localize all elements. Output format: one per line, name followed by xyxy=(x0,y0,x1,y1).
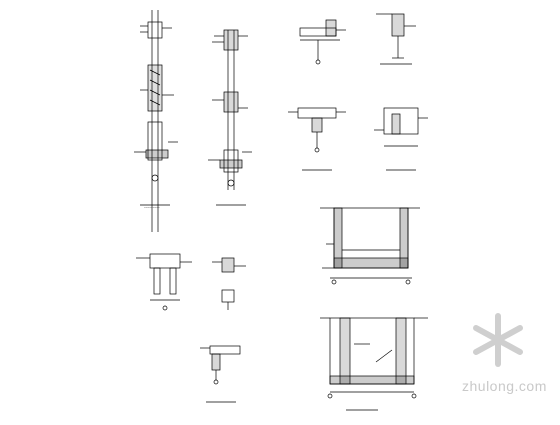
detail-column-a xyxy=(134,10,178,232)
detail-column-b xyxy=(208,29,252,206)
zhulong-flower-logo xyxy=(473,313,523,367)
section-tank-upper xyxy=(320,207,420,285)
detail-bottom-left-2 xyxy=(212,257,246,310)
watermark-text: zhulong.com xyxy=(462,378,547,394)
detail-bottom-left-3 xyxy=(200,345,241,403)
detail-mid-right-1 xyxy=(288,107,346,171)
detail-bottom-left-1 xyxy=(136,253,192,311)
detail-caption-a: ~~~~~~~~~ xyxy=(144,205,160,209)
detail-mid-right-2 xyxy=(374,107,428,171)
detail-top-right-1 xyxy=(299,19,346,65)
detail-top-right-2 xyxy=(376,13,416,65)
section-tank-lower xyxy=(320,317,428,411)
